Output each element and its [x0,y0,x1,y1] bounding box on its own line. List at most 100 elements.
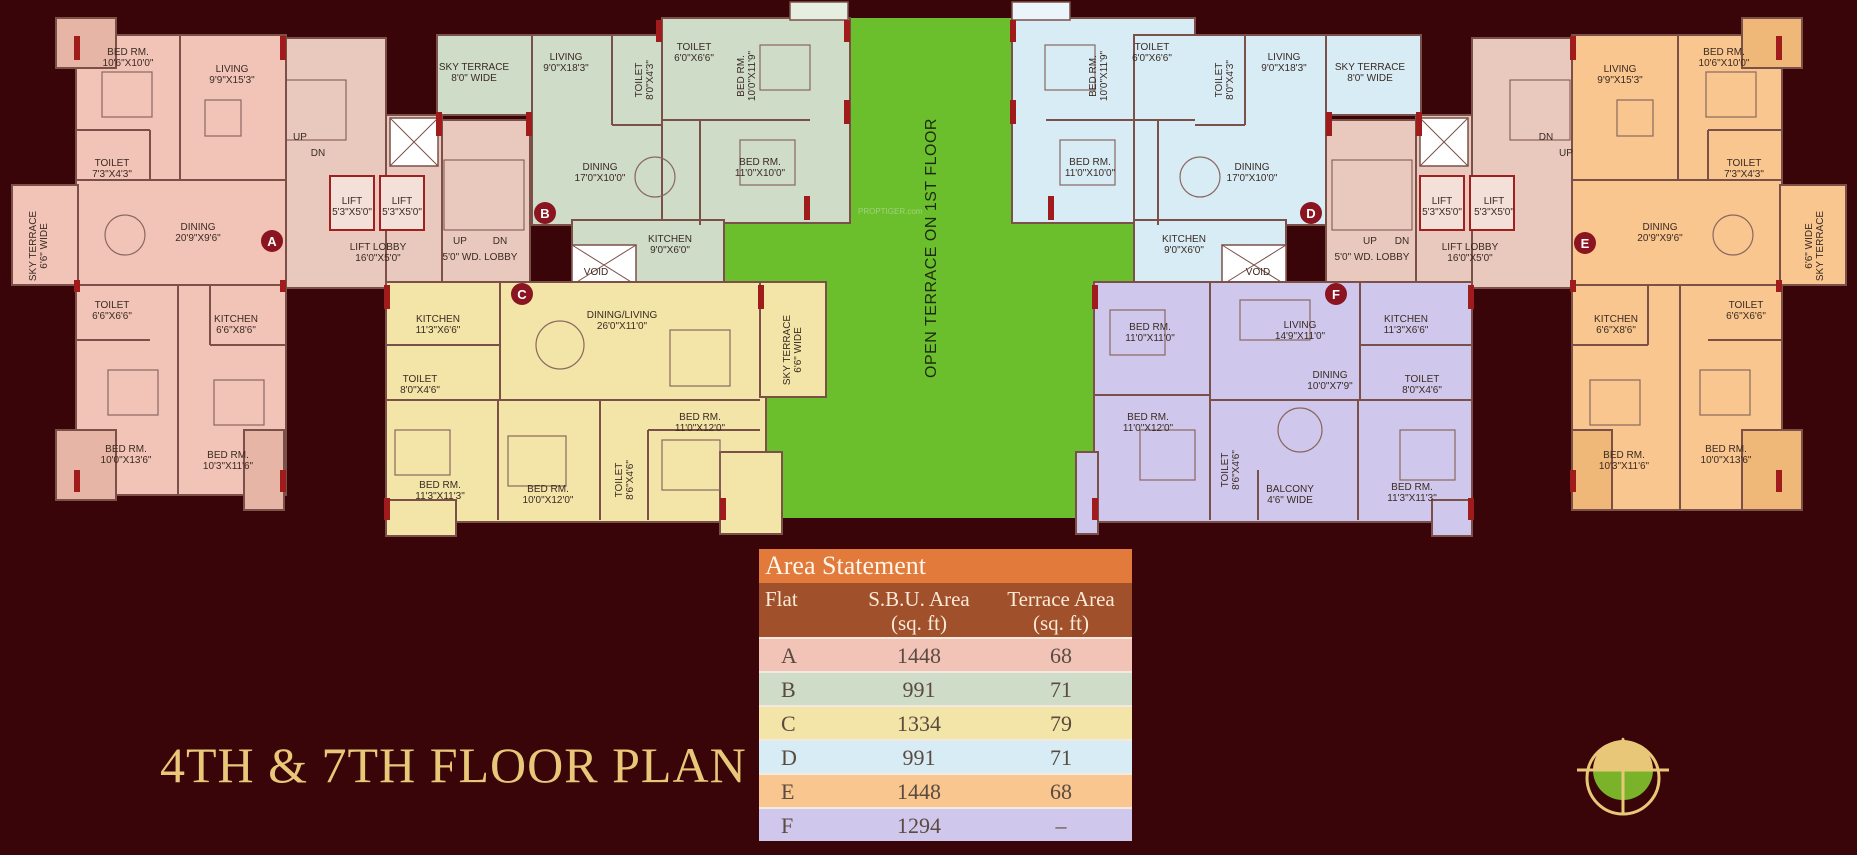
area-cell-sbu: 991 [902,677,936,702]
room-label-a-bed2: BED RM.10'0"X13'6" [101,444,152,466]
area-cell-flat: B [781,677,796,702]
badge-d [1300,202,1322,224]
room-label-wd-lobby-l: 5'0" WD. LOBBY [443,252,518,263]
area-cell-flat: E [781,779,795,804]
col-terrace: Terrace Area (sq. ft) [1007,587,1115,635]
area-cell-sbu: 991 [902,745,936,770]
room-label-e-bed1: BED RM.10'6"X10'0" [1699,47,1750,69]
room-label-e-sky: 6'6" WIDESKY TERRACE [1804,211,1826,282]
area-cell-sbu: 1294 [897,813,941,838]
stair-label: DN [1395,236,1409,247]
stair-label: DN [1539,132,1553,143]
room-label-d-bed2: BED RM.11'0"X10'0" [1065,157,1116,179]
stair-label: UP [293,132,307,143]
room-label-a-bed3: BED RM.10'3"X11'6" [203,450,254,472]
area-row-c: C 1334 79 [759,705,1132,739]
room-label-a-bed1: BED RM.10'6"X10'0" [103,47,154,69]
area-cell-terrace: 71 [1050,677,1072,702]
badge-a [261,230,283,252]
flat-c [385,281,827,537]
room-label-e-bed3: BED RM.10'0"X13'6" [1701,444,1752,466]
room-label-f-bed3: BED RM.11'3"X11'3" [1387,482,1437,504]
room-label-c-toilet2: TOILET8'6"X4'6" [614,460,636,500]
area-row-b: B 991 71 [759,671,1132,705]
area-cell-flat: F [781,813,794,838]
area-statement-table: Area Statement Flat S.B.U. Area (sq. ft)… [759,549,1132,841]
room-label-f-bed1: BED RM.11'0"X11'0" [1125,322,1175,344]
flat-d [1011,1,1422,286]
open-terrace-label: OPEN TERRACE ON 1ST FLOOR [923,118,940,378]
room-label-void-l: VOID [584,267,608,278]
area-cell-sbu: 1334 [897,711,941,736]
room-label-b-toilet1: TOILET8'0"X4'3" [634,60,656,100]
room-label-c-bed1: BED RM.11'0"X12'0" [675,412,726,434]
badge-f [1325,283,1347,305]
flat-badges: A B C D F E [261,202,1596,305]
area-row-f: F 1294 – [759,807,1132,841]
area-cell-sbu: 1448 [897,779,941,804]
watermark: PROPTIGER.com [858,207,923,216]
stair-label: UP [453,236,467,247]
stair-label: UP [1363,236,1377,247]
svg-text:B: B [540,206,549,221]
col-sbu: S.B.U. Area (sq. ft) [868,587,970,635]
badge-b [534,202,556,224]
room-label-c-bed2: BED RM.11'3"X11'3" [415,480,465,502]
room-label-e-bed2: BED RM.10'3"X11'6" [1599,450,1650,472]
flat-a [11,17,287,511]
lift-lobby-right [1325,37,1573,289]
svg-text:F: F [1332,287,1340,302]
svg-text:A: A [267,234,277,249]
col-flat: Flat [765,587,798,611]
column-markers [74,20,1782,520]
stair-label: UP [1559,148,1573,159]
room-label-c-sky: SKY TERRACE6'6" WIDE [782,315,804,386]
room-label-void-r: VOID [1246,267,1270,278]
room-label-d-toilet2: TOILET8'0"X4'3" [1214,60,1236,100]
area-statement-columns: Flat S.B.U. Area (sq. ft) Terrace Area (… [759,583,1132,637]
svg-text:E: E [1581,236,1590,251]
area-cell-terrace: 79 [1050,711,1072,736]
room-label-c-bed3: BED RM.10'0"X12'0" [523,484,574,506]
room-label-b-bed1: BED RM.10'0"X11'9" [736,50,758,101]
flat-b [436,1,851,286]
badge-e [1574,232,1596,254]
room-label-d-bed1: BED RM.10'0"X11'9" [1088,50,1110,101]
stair-label: DN [493,236,507,247]
area-cell-flat: C [781,711,796,736]
room-label-f-bed2: BED RM.11'0"X12'0" [1123,412,1174,434]
area-cell-terrace: – [1055,813,1067,838]
